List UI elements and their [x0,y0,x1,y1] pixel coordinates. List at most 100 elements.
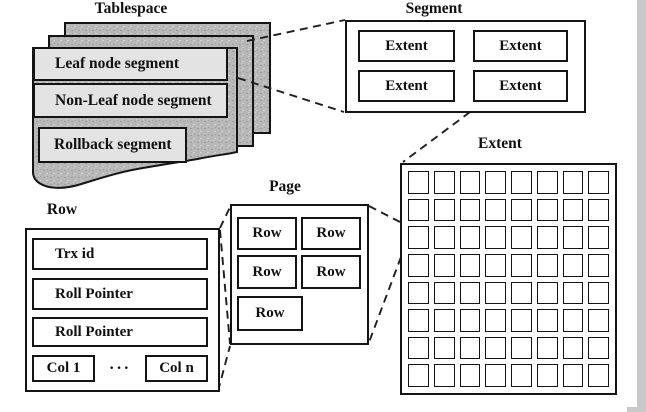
connector-extent-page-top [368,205,401,223]
extent-page-square [408,309,429,332]
extent-page-square [459,253,481,277]
col-last-box: Col n [144,355,208,382]
scan-edge-right [637,0,646,412]
extent-page-square [485,226,506,249]
columns-ellipsis: ··· [108,359,131,377]
extent-page-square [459,281,481,305]
page-box: Row Row Row Row Row [230,204,369,345]
extent-page-square [562,171,584,194]
extent-page-square [433,364,455,387]
extent-page-square [408,281,429,305]
extent-page-square [588,281,609,305]
extent-page-square [511,253,532,277]
row-cell: Row [301,217,361,250]
extent-page-square [536,364,558,387]
extent-page-square [408,336,429,360]
connector-tablespace-segment-top [246,19,346,42]
extent-page-square [408,253,429,277]
extent-page-square [536,253,558,277]
extent-cell: Extent [358,70,455,102]
extent-page-square [562,198,584,222]
extent-page-square [536,198,558,222]
segment-box: Extent Extent Extent Extent [345,20,586,113]
extent-page-square [408,198,429,222]
row-box: Trx id Roll Pointer Roll Pointer Col 1 ·… [25,228,220,392]
non-leaf-node-segment-box: Non-Leaf node segment [33,83,228,118]
columns-row: Col 1 ··· Col n [32,355,208,382]
extent-page-square [485,281,506,305]
extent-page-square [433,171,455,194]
extent-page-square [485,364,506,387]
page-title: Page [269,178,301,195]
extent-page-square [562,226,584,249]
extent-page-square [562,336,584,360]
connector-extent-page-bottom [367,256,402,346]
roll-pointer-field: Roll Pointer [32,278,208,310]
extent-page-square [408,171,429,194]
extent-page-square [459,226,481,249]
extent-page-square [511,171,532,194]
extent-page-square [588,336,609,360]
trx-id-field: Trx id [32,238,208,270]
extent-page-square [536,281,558,305]
extent-page-square [562,364,584,387]
extent-page-square [562,281,584,305]
segment-title: Segment [405,0,463,17]
extent-page-square [433,253,455,277]
extent-cell: Extent [358,30,455,62]
extent-grid [400,163,617,395]
extent-page-square [536,309,558,332]
scan-edge-bottom [627,407,646,412]
extent-cell: Extent [473,70,568,102]
extent-page-square [433,281,455,305]
rollback-segment-box: Rollback segment [38,127,187,163]
connector-segment-extent [402,111,471,163]
extent-page-square [485,171,506,194]
tablespace-title: Tablespace [94,0,168,17]
extent-page-square [562,253,584,277]
extent-page-square [536,226,558,249]
extent-title: Extent [478,135,522,152]
extent-page-square [485,336,506,360]
extent-page-square [511,309,532,332]
row-cell: Row [301,255,361,289]
row-cell: Row [237,255,297,289]
extent-page-square [485,309,506,332]
extent-page-square [511,364,532,387]
extent-page-square [511,281,532,305]
extent-page-square [459,171,481,194]
col-first-box: Col 1 [32,355,95,382]
extent-page-square [536,171,558,194]
extent-page-square [536,336,558,360]
extent-page-square [511,198,532,222]
extent-page-square [433,226,455,249]
extent-page-square [485,198,506,222]
row-cell: Row [237,296,303,331]
row-cell: Row [237,217,297,250]
extent-page-square [485,253,506,277]
extent-page-square [562,309,584,332]
extent-cell: Extent [473,30,568,62]
extent-page-square [588,198,609,222]
extent-page-square [588,364,609,387]
roll-pointer-field: Roll Pointer [32,317,208,347]
extent-page-square [459,309,481,332]
connector-page-row-middle [219,229,231,345]
extent-page-square [433,309,455,332]
connector-tablespace-segment-bottom [237,77,345,113]
connector-page-row-top [219,204,232,229]
extent-page-square [459,336,481,360]
connector-page-row-bottom [217,345,231,392]
extent-page-square [433,336,455,360]
extent-page-square [588,253,609,277]
extent-page-square [459,198,481,222]
extent-page-square [511,226,532,249]
extent-page-square [511,336,532,360]
extent-page-square [588,309,609,332]
row-title: Row [46,201,78,218]
leaf-node-segment-box: Leaf node segment [33,47,228,81]
extent-page-square [408,226,429,249]
extent-page-square [588,171,609,194]
extent-page-square [459,364,481,387]
extent-page-square [408,364,429,387]
